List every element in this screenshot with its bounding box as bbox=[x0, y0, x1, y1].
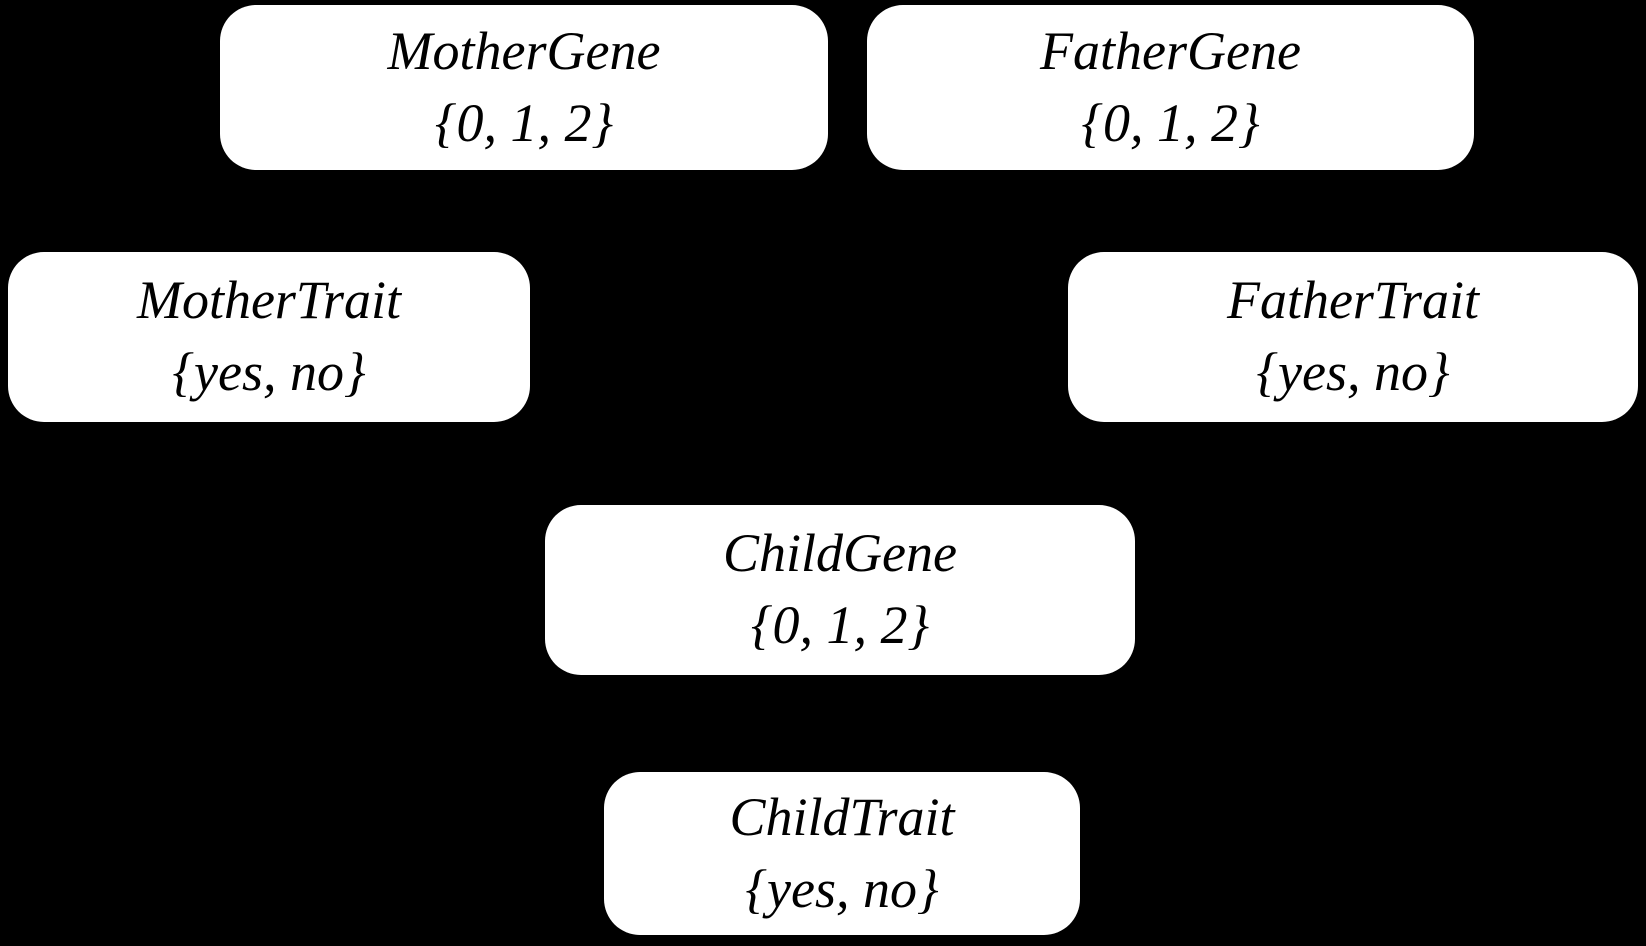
node-mother-gene: MotherGene {0, 1, 2} bbox=[220, 5, 828, 170]
node-father-trait: FatherTrait {yes, no} bbox=[1068, 252, 1638, 422]
node-child-trait: ChildTrait {yes, no} bbox=[604, 772, 1080, 935]
node-father-gene-label: FatherGene bbox=[1040, 20, 1301, 81]
node-child-gene: ChildGene {0, 1, 2} bbox=[545, 505, 1135, 675]
node-child-trait-label: ChildTrait bbox=[729, 786, 955, 847]
node-mother-trait-label: MotherTrait bbox=[136, 270, 402, 331]
node-father-trait-label: FatherTrait bbox=[1226, 270, 1480, 331]
node-child-trait-values: {yes, no} bbox=[745, 858, 939, 919]
node-mother-gene-label: MotherGene bbox=[387, 20, 661, 81]
node-father-gene: FatherGene {0, 1, 2} bbox=[867, 5, 1474, 170]
node-father-trait-values: {yes, no} bbox=[1256, 342, 1450, 402]
node-child-gene-label: ChildGene bbox=[723, 523, 957, 584]
node-mother-trait-values: {yes, no} bbox=[172, 342, 366, 402]
node-father-gene-values: {0, 1, 2} bbox=[1081, 92, 1260, 153]
node-child-gene-values: {0, 1, 2} bbox=[750, 595, 930, 655]
node-mother-gene-values: {0, 1, 2} bbox=[434, 92, 614, 153]
node-mother-trait: MotherTrait {yes, no} bbox=[8, 252, 530, 422]
